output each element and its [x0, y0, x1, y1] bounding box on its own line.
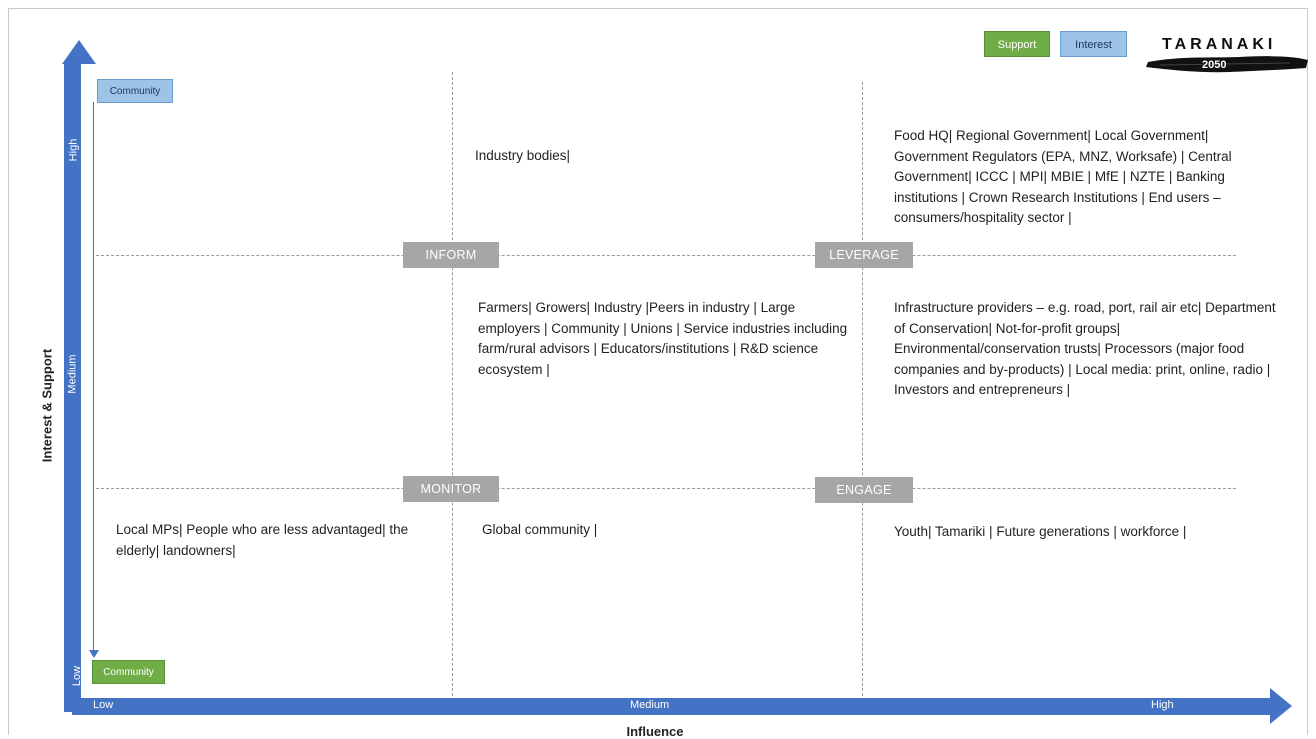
legend-interest: Interest: [1060, 31, 1127, 57]
community-interest-marker: Community: [97, 79, 173, 103]
community-arrowhead: [89, 650, 99, 658]
cell-low-interest-high-influence: Youth| Tamariki | Future generations | w…: [894, 524, 1187, 539]
community-arrow-line: [93, 102, 94, 652]
logo-text: TARANAKI: [1162, 36, 1277, 53]
diagram-frame: [8, 8, 1308, 735]
x-axis-arrowhead: [1270, 688, 1292, 724]
cell-medium-interest-medium-influence: Farmers| Growers| Industry |Peers in ind…: [478, 300, 848, 377]
quadrant-label-inform: INFORM: [403, 242, 499, 268]
x-tick-high: High: [1151, 699, 1174, 711]
x-axis-title: Influence: [626, 724, 684, 739]
y-tick-high: High: [67, 138, 80, 162]
quadrant-label-engage: ENGAGE: [815, 477, 913, 503]
x-axis-arrow: [72, 698, 1272, 715]
logo-brush-stroke: [1146, 56, 1308, 73]
y-tick-low: Low: [71, 665, 84, 687]
y-axis-title: Interest & Support: [39, 348, 55, 463]
cell-medium-interest-high-influence: Infrastructure providers – e.g. road, po…: [894, 300, 1276, 397]
cell-low-interest-low-influence: Local MPs| People who are less advantage…: [116, 522, 409, 558]
y-tick-medium: Medium: [66, 354, 79, 394]
cell-high-interest-medium-influence: Industry bodies|: [475, 148, 571, 163]
x-tick-medium: Medium: [630, 699, 670, 711]
grid-divider-left: [452, 72, 453, 696]
quadrant-label-leverage: LEVERAGE: [815, 242, 913, 268]
logo-year: 2050: [1202, 59, 1227, 71]
y-axis-arrow: [64, 62, 81, 712]
y-axis-arrowhead: [62, 40, 96, 64]
cell-low-interest-medium-influence: Global community |: [482, 522, 598, 537]
grid-divider-bottom: [96, 488, 1236, 489]
cell-high-interest-high-influence: Food HQ| Regional Government| Local Gove…: [894, 128, 1232, 225]
grid-divider-top: [96, 255, 1236, 256]
community-support-marker: Community: [92, 660, 165, 684]
quadrant-label-monitor: MONITOR: [403, 476, 499, 502]
taranaki-2050-logo: TARANAKI 2050: [1140, 36, 1310, 78]
legend-support: Support: [984, 31, 1050, 57]
grid-divider-right: [862, 82, 863, 696]
x-tick-low: Low: [93, 699, 114, 711]
